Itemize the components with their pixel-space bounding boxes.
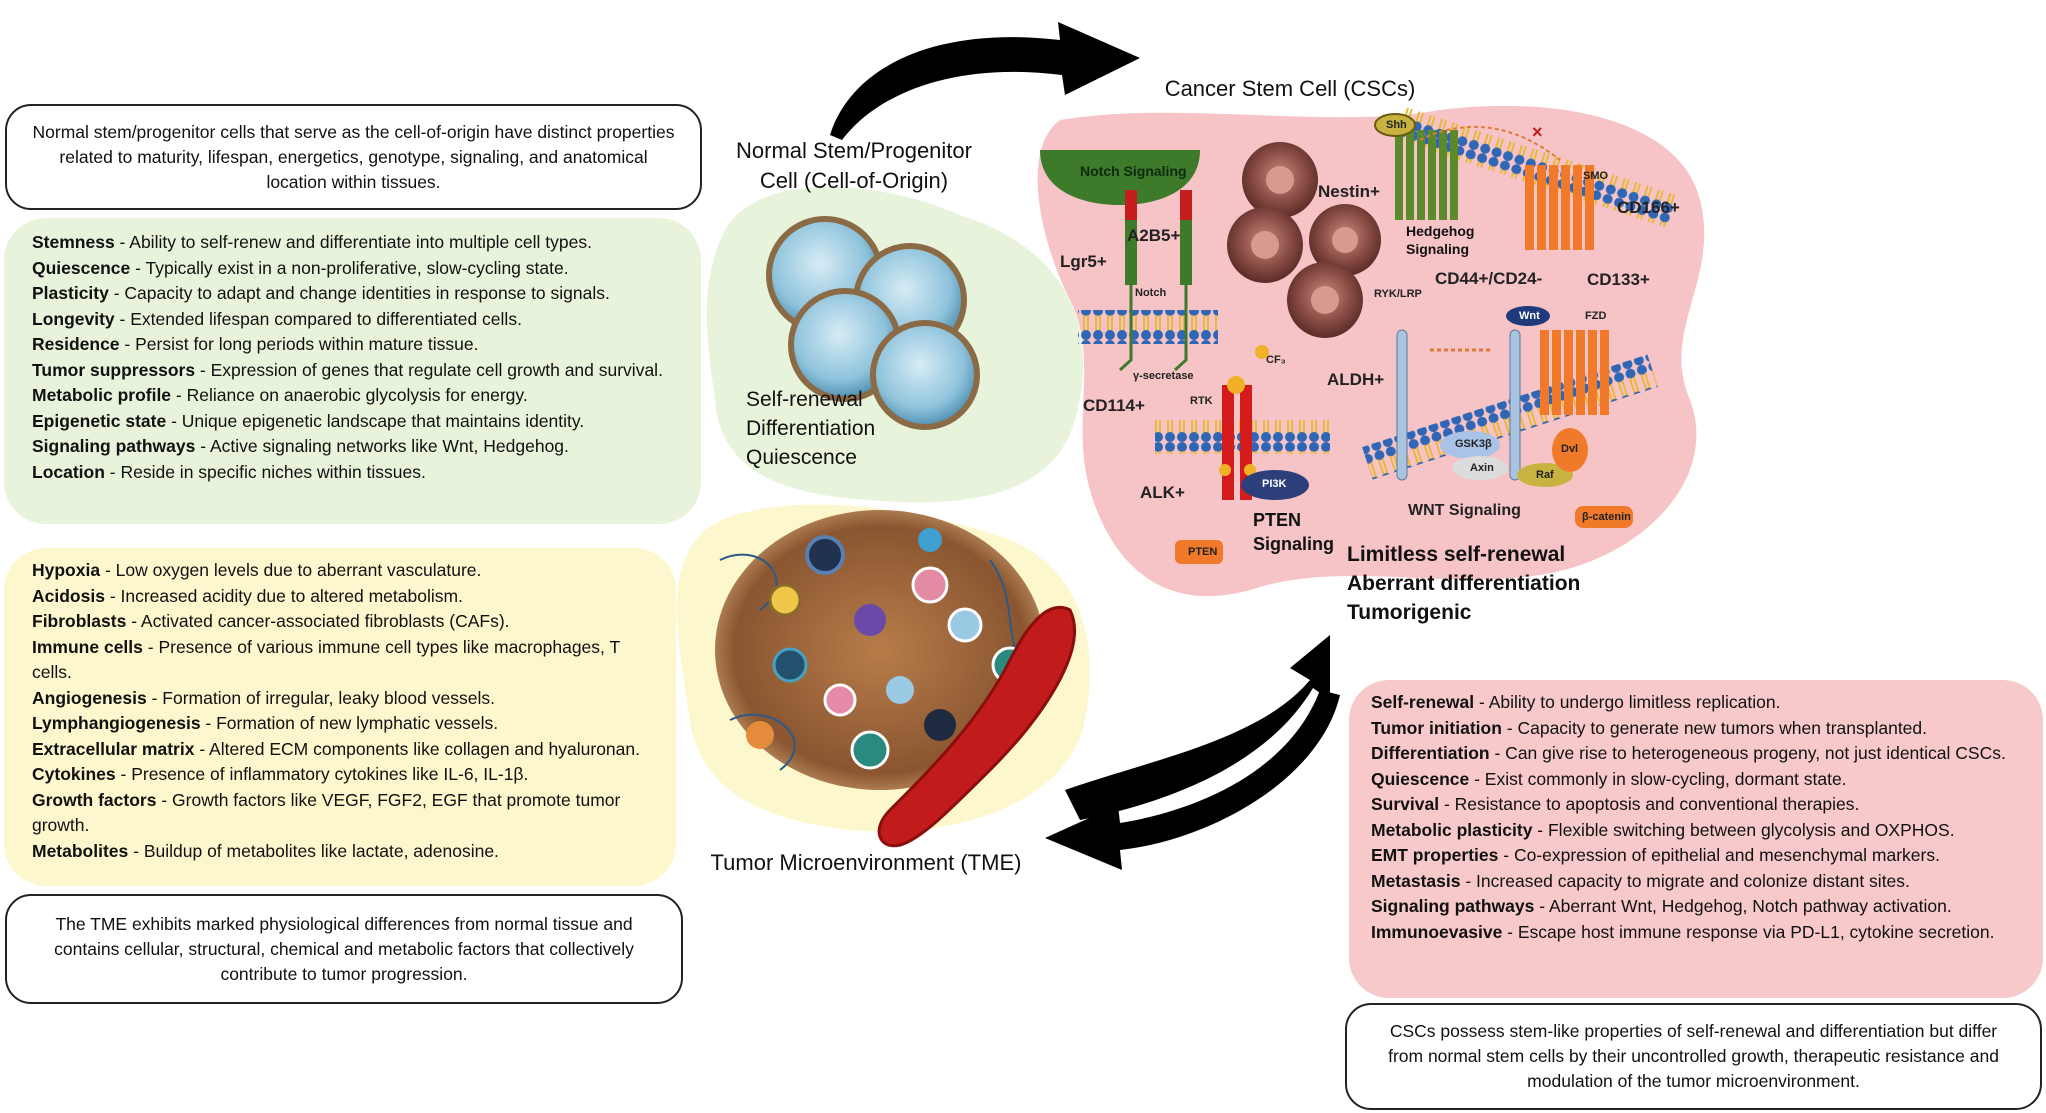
list-item: Immunoevasive - Escape host immune respo… bbox=[1371, 921, 1995, 942]
tumor-image bbox=[715, 510, 1076, 848]
alk-label: ALK+ bbox=[1140, 483, 1185, 502]
rtk-graphic bbox=[1155, 345, 1330, 564]
a2b5-label: A2B5+ bbox=[1127, 226, 1181, 245]
notch-signaling-label: Notch Signaling bbox=[1080, 163, 1187, 179]
csc-cells-graphic bbox=[1227, 142, 1381, 338]
normal-cell-title: Normal Stem/Progenitor Cell (Cell-of-Ori… bbox=[706, 136, 1002, 196]
csc-title: Cancer Stem Cell (CSCs) bbox=[1164, 76, 1416, 101]
list-item: Tumor initiation - Capacity to generate … bbox=[1371, 717, 1928, 738]
pi3k-label: PI3K bbox=[1262, 478, 1287, 490]
gsk3b-label: GSK3β bbox=[1455, 438, 1492, 450]
list-item: Residence - Persist for long periods wit… bbox=[32, 334, 479, 354]
normal-cell-intro-box: Normal stem/progenitor cells that serve … bbox=[5, 104, 702, 210]
cd133-label: CD133+ bbox=[1587, 270, 1650, 289]
top-arrow bbox=[830, 22, 1140, 140]
csc-feature: Aberrant differentiation bbox=[1347, 572, 1581, 595]
list-item: Tumor suppressors - Expression of genes … bbox=[32, 359, 663, 380]
fzd-label: FZD bbox=[1585, 310, 1607, 322]
hedgehog-label-line: Hedgehog bbox=[1406, 223, 1475, 239]
list-item: Acidosis - Increased acidity due to alte… bbox=[32, 585, 463, 606]
stem-cells-image bbox=[766, 216, 980, 430]
cf-label: CF₃ bbox=[1266, 354, 1286, 366]
list-item: Extracellular matrix - Altered ECM compo… bbox=[32, 738, 640, 759]
csc-summary-box: CSCs possess stem-like properties of sel… bbox=[1345, 1003, 2042, 1110]
rtk-label: RTK bbox=[1190, 395, 1213, 407]
list-item: Metabolic profile - Reliance on anaerobi… bbox=[32, 385, 528, 405]
notch-label: Notch bbox=[1135, 287, 1167, 299]
list-item: Fibroblasts - Activated cancer-associate… bbox=[32, 611, 510, 631]
list-item: Plasticity - Capacity to adapt and chang… bbox=[32, 283, 610, 303]
list-item: Metastasis - Increased capacity to migra… bbox=[1371, 870, 1910, 891]
cd166-label: CD166+ bbox=[1617, 198, 1680, 217]
csc-feature: Tumorigenic bbox=[1347, 601, 1472, 624]
tme-title: Tumor Microenvironment (TME) bbox=[710, 850, 1022, 875]
gamma-secretase-label: γ-secretase bbox=[1133, 370, 1194, 382]
list-item: Signaling pathways - Aberrant Wnt, Hedge… bbox=[1371, 896, 1952, 916]
tme-properties: Hypoxia - Low oxygen levels due to aberr… bbox=[4, 548, 676, 886]
list-item: Lymphangiogenesis - Formation of new lym… bbox=[32, 713, 499, 733]
list-item: Self-renewal - Ability to undergo limitl… bbox=[1371, 692, 1781, 712]
caption-line: Self-renewal bbox=[746, 388, 863, 411]
csc-summary: CSCs possess stem-like properties of sel… bbox=[1388, 1021, 1999, 1091]
list-item: Epigenetic state - Unique epigenetic lan… bbox=[32, 410, 585, 431]
stem-cell-caption: Self-renewal Differentiation Quiescence bbox=[746, 385, 875, 472]
caption-line: Quiescence bbox=[746, 446, 857, 469]
pten-signaling-line: Signaling bbox=[1253, 534, 1334, 554]
wnt-label: Wnt bbox=[1519, 310, 1540, 322]
caption-line: Differentiation bbox=[746, 417, 876, 440]
aldh-label: ALDH+ bbox=[1327, 370, 1385, 389]
list-item: Angiogenesis - Formation of irregular, l… bbox=[32, 687, 495, 708]
nestin-label: Nestin+ bbox=[1318, 182, 1380, 201]
list-item: EMT properties - Co-expression of epithe… bbox=[1371, 845, 1940, 865]
hedgehog-label: Hedgehog Signaling bbox=[1406, 222, 1474, 258]
list-item: Location - Reside in specific niches wit… bbox=[32, 461, 426, 482]
axin-label: Axin bbox=[1470, 462, 1494, 474]
normal-cell-title-line1: Normal Stem/Progenitor bbox=[736, 138, 972, 163]
normal-cell-properties: Stemness - Ability to self-renew and dif… bbox=[4, 218, 701, 524]
list-item: Stemness - Ability to self-renew and dif… bbox=[32, 232, 592, 252]
csc-to-tme-arrow bbox=[1065, 635, 1330, 820]
beta-catenin-label: β-catenin bbox=[1582, 511, 1631, 523]
list-item: Immune cells - Presence of various immun… bbox=[32, 636, 620, 683]
list-item: Metabolites - Buildup of metabolites lik… bbox=[32, 840, 499, 861]
csc-feature: Limitless self-renewal bbox=[1347, 543, 1566, 566]
hedgehog-label-line: Signaling bbox=[1406, 241, 1469, 257]
list-item: Survival - Resistance to apoptosis and c… bbox=[1371, 794, 1860, 814]
csc-features: Limitless self-renewal Aberrant differen… bbox=[1347, 540, 1580, 627]
list-item: Cytokines - Presence of inflammatory cyt… bbox=[32, 764, 529, 784]
shh-label: Shh bbox=[1386, 119, 1407, 131]
list-item: Metabolic plasticity - Flexible switchin… bbox=[1371, 819, 1955, 840]
normal-cell-title-line2: Cell (Cell-of-Origin) bbox=[759, 168, 949, 193]
wnt-signaling-label: WNT Signaling bbox=[1408, 502, 1521, 519]
tme-summary: The TME exhibits marked physiological di… bbox=[54, 913, 634, 984]
list-item: Differentiation - Can give rise to heter… bbox=[1371, 743, 2006, 763]
list-item: Quiescence - Exist commonly in slow-cycl… bbox=[1371, 768, 1847, 789]
raf-label: Raf bbox=[1536, 469, 1554, 481]
list-item: Longevity - Extended lifespan compared t… bbox=[32, 308, 522, 329]
pten-signaling-label: PTEN Signaling bbox=[1253, 508, 1334, 556]
tme-summary-box: The TME exhibits marked physiological di… bbox=[5, 894, 683, 1004]
x-mark-icon: × bbox=[1532, 122, 1543, 142]
list-item: Hypoxia - Low oxygen levels due to aberr… bbox=[32, 560, 482, 580]
cd44-cd24-label: CD44+/CD24- bbox=[1435, 269, 1543, 288]
list-item: Signaling pathways - Active signaling ne… bbox=[32, 436, 569, 456]
smo-label: SMO bbox=[1583, 170, 1609, 182]
cd114-label: CD114+ bbox=[1083, 396, 1145, 415]
notch-signaling-graphic bbox=[1040, 150, 1218, 372]
normal-cell-intro: Normal stem/progenitor cells that serve … bbox=[32, 121, 675, 192]
pten-label: PTEN bbox=[1188, 546, 1218, 558]
wnt-signaling-graphic bbox=[1362, 306, 1658, 528]
dvl-label: Dvl bbox=[1561, 443, 1579, 455]
list-item: Quiescence - Typically exist in a non-pr… bbox=[32, 257, 569, 278]
ryk-lrp-label: RYK/LRP bbox=[1374, 288, 1422, 300]
csc-properties: Self-renewal - Ability to undergo limitl… bbox=[1349, 680, 2043, 998]
list-item: Growth factors - Growth factors like VEG… bbox=[32, 789, 621, 836]
tme-to-csc-arrow bbox=[1045, 690, 1340, 870]
hedgehog-signaling-graphic bbox=[1374, 106, 1679, 250]
lgr5-label: Lgr5+ bbox=[1060, 252, 1107, 271]
pten-signaling-line: PTEN bbox=[1253, 510, 1302, 530]
